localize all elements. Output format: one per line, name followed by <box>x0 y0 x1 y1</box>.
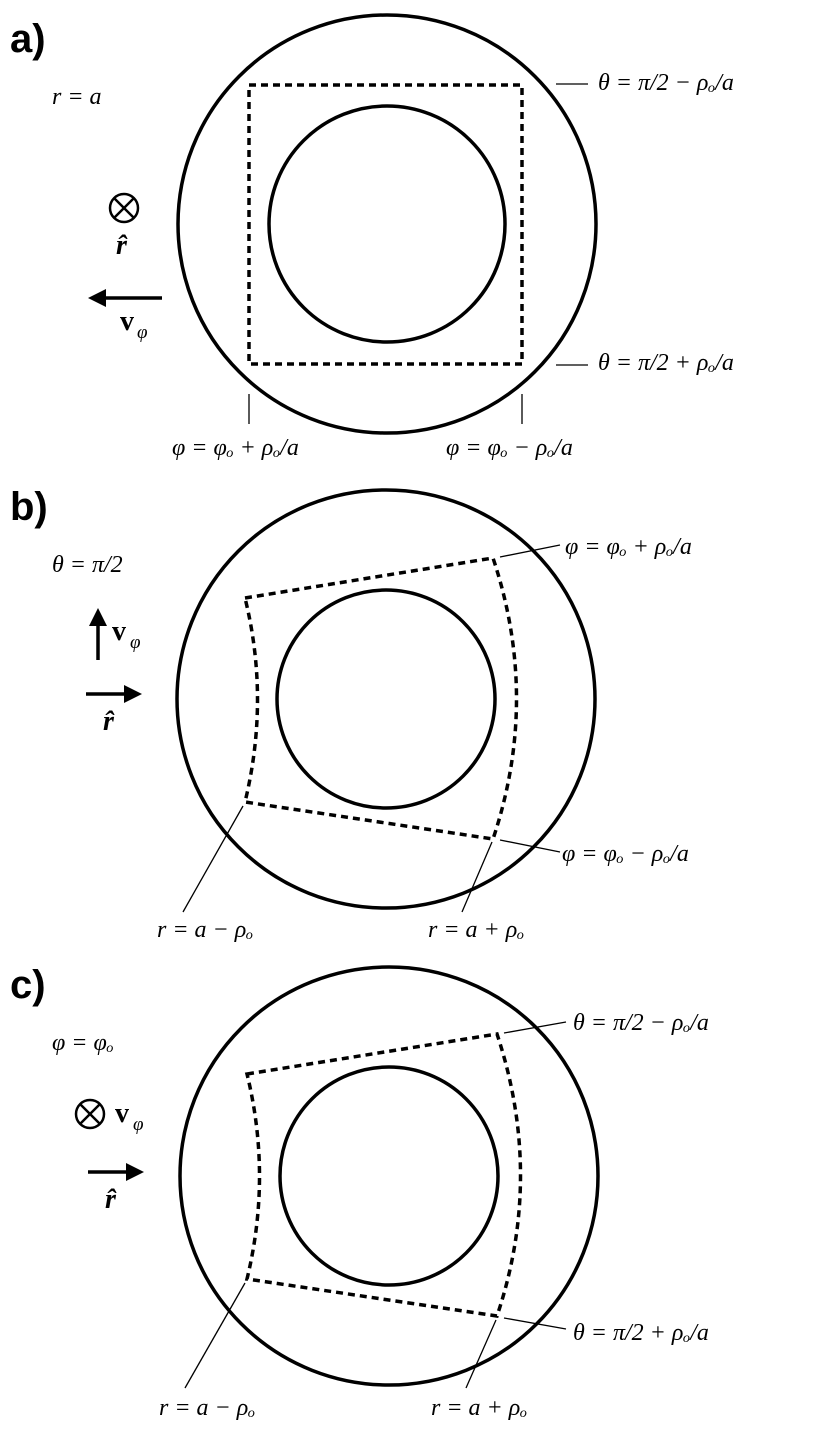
panel-b-outer-leader <box>461 841 493 913</box>
panel-c-r-inner-label: r = a − ρₒ <box>159 1395 255 1421</box>
panel-b-r-outer-label: r = a + ρₒ <box>428 917 524 943</box>
panel-b-lower-leader <box>499 839 561 853</box>
panel-b-r-inner-label: r = a − ρₒ <box>157 917 253 943</box>
panel-a-rhat-label: r̂ <box>116 230 128 261</box>
panel-c-v-phi-into-page-icon <box>74 1098 106 1130</box>
panel-a-inner-circle <box>267 104 507 344</box>
panel-c-outer-leader <box>465 1319 497 1389</box>
panel-a-theta-plus-label: θ = π/2 + ρₒ/a <box>598 350 734 376</box>
panel-c-plane-label: φ = φₒ <box>52 1030 114 1056</box>
panel-a-outer-circle <box>176 13 598 435</box>
panel-b-rhat-label: r̂ <box>103 706 115 737</box>
panel-a-v-label: v <box>120 306 134 337</box>
panel-a-theta-minus-label: θ = π/2 − ρₒ/a <box>598 70 734 96</box>
panel-c-inner-circle <box>278 1065 500 1287</box>
panel-c-v-subscript: φ <box>133 1114 144 1135</box>
panel-a-phi-minus-label: φ = φₒ − ρₒ/a <box>446 435 573 461</box>
panel-c-theta-minus-label: θ = π/2 − ρₒ/a <box>573 1010 709 1036</box>
panel-c-inner-leader <box>184 1282 246 1389</box>
panel-b-phi-minus-label: φ = φₒ − ρₒ/a <box>562 841 689 867</box>
panel-b-v-phi-arrow <box>89 608 107 660</box>
panel-a: a) r = a r̂ v φ θ = π/2 − ρₒ/a θ = π/2 +… <box>10 13 734 461</box>
panel-b-rhat-arrow <box>86 685 142 703</box>
panel-c-upper-leader <box>503 1021 567 1034</box>
panel-b-label: b) <box>10 485 48 529</box>
panel-b-inner-circle <box>275 588 497 810</box>
panel-a-dashed-square <box>247 83 524 366</box>
panel-a-v-subscript: φ <box>137 322 148 343</box>
panel-a-phi-plus-label: φ = φₒ + ρₒ/a <box>172 435 299 461</box>
panel-c-r-outer-label: r = a + ρₒ <box>431 1395 527 1421</box>
panel-c-dashed-sector <box>244 1032 523 1318</box>
panel-a-label: a) <box>10 17 46 61</box>
panel-b-dashed-sector <box>242 556 519 841</box>
panel-c-lower-leader <box>503 1317 567 1330</box>
panel-a-rhat-into-page-icon <box>108 192 140 224</box>
panel-b-inner-leader <box>182 805 244 913</box>
panel-b-outer-circle <box>175 488 597 910</box>
panel-b-plane-label: θ = π/2 <box>52 552 123 578</box>
panel-c: c) φ = φₒ v φ r̂ θ = π/2 − ρₒ/a θ = π/2 … <box>10 963 709 1421</box>
panel-b-v-subscript: φ <box>130 632 141 653</box>
panel-c-theta-plus-label: θ = π/2 + ρₒ/a <box>573 1320 709 1346</box>
panel-c-rhat-arrow <box>88 1163 144 1181</box>
panel-c-outer-circle <box>178 965 600 1387</box>
panel-b-phi-plus-label: φ = φₒ + ρₒ/a <box>565 534 692 560</box>
panel-a-v-phi-arrow <box>88 289 162 307</box>
panel-b: b) θ = π/2 v φ r̂ φ = φₒ + ρₒ/a φ = φₒ −… <box>10 485 692 943</box>
panel-b-upper-leader <box>499 544 561 558</box>
panel-c-label: c) <box>10 963 46 1007</box>
panel-a-plane-label: r = a <box>52 84 102 110</box>
panel-c-v-label: v <box>115 1098 129 1129</box>
panel-b-v-label: v <box>112 616 126 647</box>
panel-c-rhat-label: r̂ <box>105 1184 117 1215</box>
